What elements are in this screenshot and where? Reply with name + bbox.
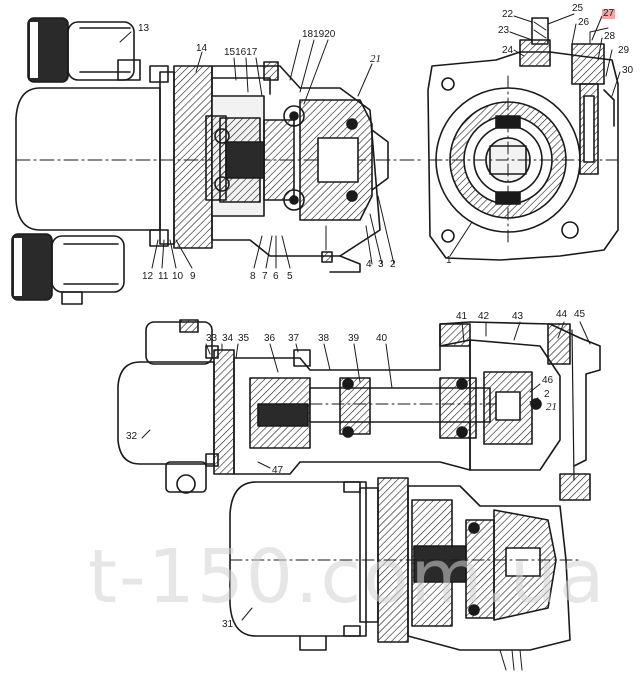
view-bottom: [117, 319, 601, 671]
label-7: 7: [262, 271, 268, 282]
label-35: 35: [238, 333, 250, 344]
view-top-right: [427, 13, 621, 261]
watermark: t-150.com.ua: [88, 534, 607, 620]
motor-housing: [15, 87, 161, 231]
label-10: 10: [172, 271, 184, 282]
label-4: 4: [366, 259, 372, 270]
label-23: 23: [498, 25, 510, 36]
label-14: 14: [196, 43, 208, 54]
label-45: 45: [574, 309, 586, 320]
label-9: 9: [190, 271, 196, 282]
label-11: 11: [158, 271, 169, 282]
label-39: 39: [348, 333, 360, 344]
label-6: 6: [273, 271, 279, 282]
label-25: 25: [572, 3, 584, 14]
lower-terminal-box: [51, 235, 125, 293]
label-3: 3: [378, 259, 384, 270]
label-27-highlighted: 27: [602, 8, 616, 19]
label-43: 43: [512, 311, 524, 322]
label-28: 28: [604, 31, 616, 42]
label-34: 34: [222, 333, 234, 344]
label-26: 26: [578, 17, 590, 28]
label-29: 29: [618, 45, 630, 56]
view-top-left: [11, 17, 421, 305]
lower-motor: [229, 481, 367, 637]
label-41: 41: [456, 311, 468, 322]
label-12: 12: [142, 271, 154, 282]
label-37: 37: [288, 333, 300, 344]
label-36: 36: [264, 333, 276, 344]
label-13: 13: [138, 23, 150, 34]
label-38: 38: [318, 333, 330, 344]
label-21-top: 21: [370, 53, 381, 65]
label-32: 32: [126, 431, 138, 442]
label-46: 46: [542, 375, 554, 386]
lower-gear-housing: [407, 485, 571, 651]
label-8: 8: [250, 271, 256, 282]
label-1: 1: [446, 255, 452, 266]
label-5: 5: [287, 271, 293, 282]
label-2: 2: [390, 259, 396, 270]
label-30: 30: [622, 65, 634, 76]
label-31: 31: [222, 619, 234, 630]
label-18-19-20: 181920: [302, 29, 336, 40]
gear-housing: [211, 65, 381, 257]
linkage-frame: [439, 321, 601, 467]
label-22: 22: [502, 9, 514, 20]
drive-shaft: [225, 141, 265, 179]
label-47: 47: [272, 465, 284, 476]
label-2-bottom: 2: [544, 389, 550, 400]
label-42: 42: [478, 311, 490, 322]
label-44: 44: [556, 309, 568, 320]
upper-motor: [117, 361, 215, 465]
label-40: 40: [376, 333, 388, 344]
label-24: 24: [502, 45, 514, 56]
label-21-bottom: 21: [546, 401, 557, 413]
upper-terminal-box: [67, 21, 135, 81]
label-15-16-17: 151617: [224, 47, 258, 58]
label-33: 33: [206, 333, 218, 344]
